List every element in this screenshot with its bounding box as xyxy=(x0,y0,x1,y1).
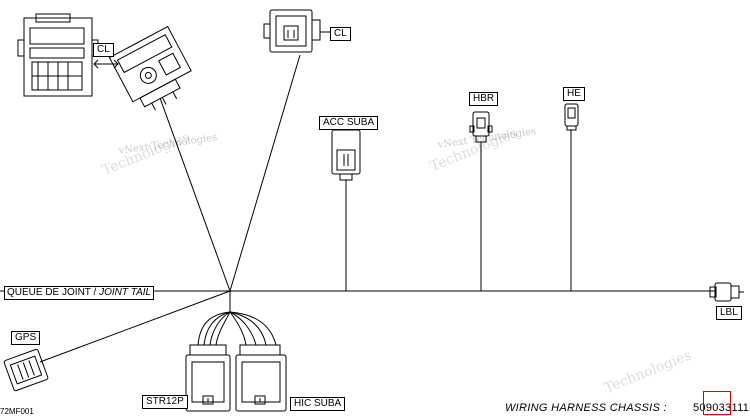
label-he: HE xyxy=(563,87,585,101)
part-number-highlight-box xyxy=(703,391,731,415)
label-hic-suba: HIC SUBA xyxy=(290,397,346,411)
document-reference: 72MF001 xyxy=(0,407,34,416)
wire-to-cl-left xyxy=(159,97,231,292)
wire-to-gps xyxy=(39,290,231,363)
hbr-connector xyxy=(469,111,493,143)
gps-connector xyxy=(3,348,49,392)
label-gps: GPS xyxy=(11,331,41,345)
cl-top-connector xyxy=(263,9,332,53)
label-joint-tail-fr: QUEUE DE JOINT / xyxy=(7,287,100,298)
diagram-title: WIRING HARNESS CHASSIS : xyxy=(505,402,667,414)
he-connector xyxy=(564,103,579,131)
label-cl-top: CL xyxy=(330,27,351,41)
acc-suba-connector xyxy=(331,129,361,181)
wire-fan xyxy=(229,311,247,346)
label-joint-tail: QUEUE DE JOINT / JOINT TAIL xyxy=(4,286,155,300)
cl-left-connector xyxy=(17,13,192,111)
wire-lines xyxy=(0,54,715,363)
label-cl-left: CL xyxy=(93,43,114,57)
label-hbr: HBR xyxy=(469,92,499,106)
label-joint-tail-en: JOINT TAIL xyxy=(99,287,152,298)
label-str12p: STR12P xyxy=(142,395,188,409)
wire-fan xyxy=(197,311,231,346)
wire-fan xyxy=(229,311,257,346)
str12p-connector xyxy=(185,344,231,412)
wire-fan xyxy=(209,311,231,346)
part-number: 509033111 xyxy=(693,402,750,414)
label-lbl: LBL xyxy=(716,306,742,320)
wire-to-cl-top xyxy=(229,54,301,292)
wire-fan xyxy=(229,311,267,346)
wire-fan xyxy=(229,311,277,346)
hic-suba-connector xyxy=(235,344,287,412)
wire-fan xyxy=(203,311,231,346)
label-acc-suba: ACC SUBA xyxy=(319,116,379,130)
lbl-connector xyxy=(709,282,744,302)
wire-fan xyxy=(215,311,231,346)
